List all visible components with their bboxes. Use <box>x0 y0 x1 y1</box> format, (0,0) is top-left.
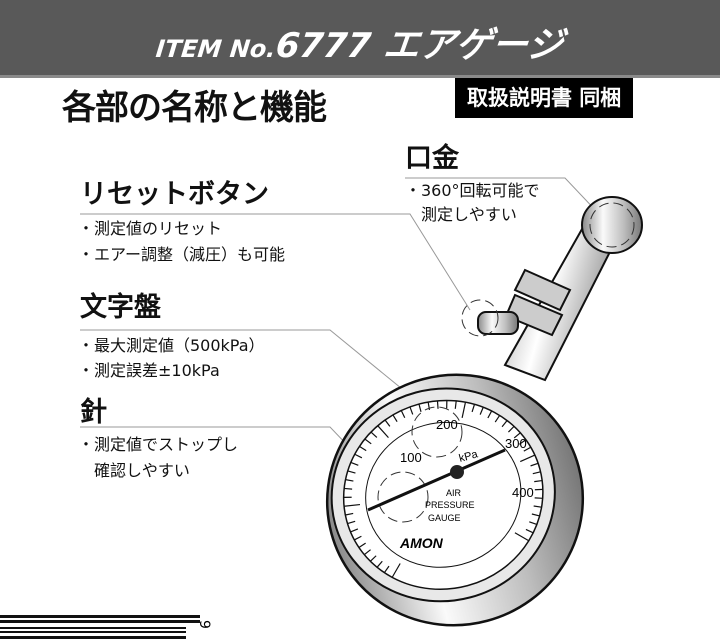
dial-tick <box>530 462 539 467</box>
part-desc-chuck-1: ・360°回転可能で <box>405 181 540 200</box>
part-desc-reset-2: ・エアー調整（減圧）も可能 <box>78 245 286 264</box>
part-desc-dial-2: ・測定誤差±10kPa <box>78 361 220 380</box>
dial-tick <box>436 400 439 409</box>
dial-tick <box>350 528 359 533</box>
barcode-digit: 9 <box>196 620 212 629</box>
gauge-needle <box>367 448 506 512</box>
dial-tick <box>418 403 422 412</box>
dial-tick <box>384 419 391 427</box>
part-desc-reset-1: ・測定値のリセット <box>78 219 223 238</box>
scale-100: 100 <box>400 450 422 465</box>
unit-label: kPa <box>458 448 480 465</box>
dial-tick <box>392 414 398 423</box>
barcode-fragment <box>0 615 200 639</box>
dial-tick <box>525 528 534 534</box>
dial-tick <box>350 461 359 466</box>
dial-tick <box>508 425 515 433</box>
dial-tick <box>520 454 536 463</box>
dial-tick <box>513 432 521 439</box>
dial-tick <box>409 406 414 415</box>
manual-included-badge: 取扱説明書 同梱 <box>455 78 634 118</box>
dial-tick <box>529 521 538 526</box>
dial-tick <box>471 404 476 413</box>
reset-button-icon <box>477 311 519 335</box>
dial-tick <box>479 407 484 415</box>
chuck-head <box>581 196 643 254</box>
part-name-chuck: 口金 <box>405 143 459 174</box>
dial-tick <box>364 438 372 445</box>
dial-tick <box>345 512 354 516</box>
dial-tick <box>383 565 390 574</box>
dial-tick <box>358 542 366 549</box>
dial-tick <box>347 520 356 525</box>
page-title: 各部の名称と機能 <box>62 88 327 128</box>
part-name-needle: 針 <box>80 397 107 428</box>
part-desc-needle-2: 確認しやすい <box>78 461 190 480</box>
dial-tick <box>534 497 543 499</box>
leader-lines <box>80 177 601 496</box>
dial-tick <box>400 410 406 418</box>
dial-tick <box>363 549 371 556</box>
scale-200: 200 <box>436 417 458 432</box>
dial-tick <box>514 532 530 542</box>
dial-tick <box>454 400 457 409</box>
brand-logo: AMON <box>399 535 444 551</box>
dial-tick <box>376 560 383 568</box>
scale-300: 300 <box>505 436 527 451</box>
face-text-gauge: GAUGE <box>428 513 461 523</box>
dial-tick <box>343 503 361 507</box>
dial-tick <box>369 555 377 562</box>
dial-tick <box>354 535 362 541</box>
part-desc-chuck-2: 測定しやすい <box>405 205 517 224</box>
dial-tick <box>494 415 501 423</box>
dial-tick <box>461 402 467 418</box>
face-text-pressure: PRESSURE <box>425 500 475 510</box>
dial-tick <box>354 453 363 459</box>
dial-tick <box>446 400 448 409</box>
dial-tick <box>359 445 367 452</box>
scale-400: 400 <box>512 485 534 500</box>
part-desc-needle-1: ・測定値でストップし <box>78 435 239 454</box>
dial-tick <box>345 479 354 482</box>
part-name-dial: 文字盤 <box>80 292 161 323</box>
dial-tick <box>533 505 542 508</box>
dial-tick <box>347 470 356 474</box>
dial-tick <box>344 487 353 490</box>
face-text-air: AIR <box>446 488 462 498</box>
dial-tick <box>523 446 532 452</box>
dial-tick <box>532 471 541 475</box>
dial-tick <box>377 425 389 439</box>
part-name-reset-button: リセットボタン <box>80 179 269 210</box>
part-desc-dial-1: ・最大測定値（500kPa） <box>78 336 265 355</box>
dial-tick <box>487 410 493 419</box>
dial-tick <box>501 420 508 428</box>
dial-tick <box>343 496 352 498</box>
dial-tick <box>534 488 543 491</box>
dial-tick <box>391 563 401 578</box>
dial-tick <box>518 439 527 445</box>
dial-tick <box>370 431 378 438</box>
dial-tick <box>534 479 543 483</box>
needle-pivot <box>450 465 464 479</box>
dial-tick <box>531 513 540 517</box>
